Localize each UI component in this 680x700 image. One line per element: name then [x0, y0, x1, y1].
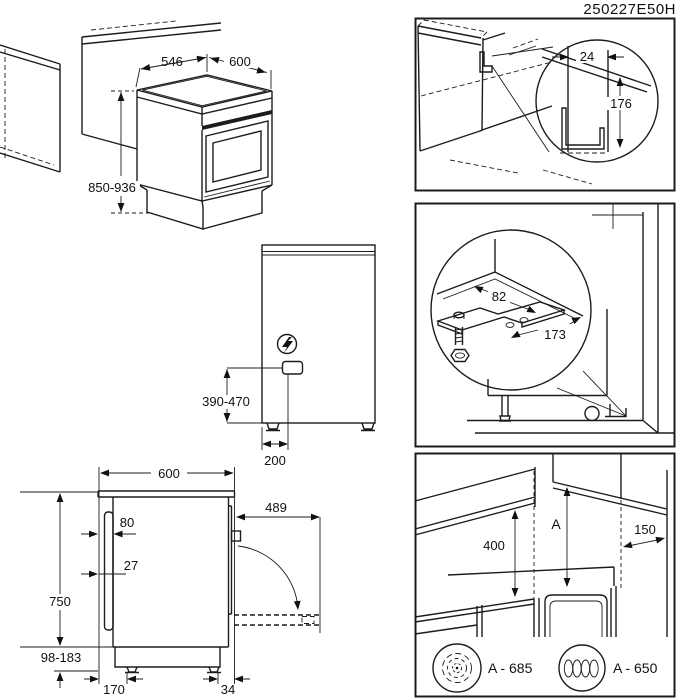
- dim-height: 850-936: [84, 90, 149, 214]
- dim-bracket-width-label: 24: [580, 49, 594, 64]
- dim-rear-recess: 170: [84, 672, 143, 697]
- nut: [450, 348, 470, 363]
- bracket-cabinet: [417, 19, 553, 174]
- dim-floor-bracket-length-label: 173: [544, 327, 566, 342]
- iso-overview: 546 600 850-936: [0, 20, 273, 230]
- drawing-number: 250227E50H: [583, 1, 676, 18]
- open-door-handle: [301, 616, 315, 624]
- left-cabinet: [0, 44, 61, 173]
- legend-radiant-label: A - 685: [488, 660, 533, 676]
- lightning-bolt-glyph: [282, 337, 293, 353]
- plinth: [136, 183, 273, 230]
- side-plinth: [114, 647, 221, 668]
- open-door: 489: [234, 500, 321, 633]
- induction-hob-icon: [563, 659, 599, 678]
- side-view: 600 80 27 750: [20, 466, 321, 697]
- rear-rail: [103, 511, 114, 631]
- dim-side-depth-label: 600: [158, 466, 180, 481]
- legend: A - 685 A - 650: [432, 643, 658, 693]
- floor-anti-tilt-bracket: [605, 404, 627, 418]
- dim-hood-clearance-label: A: [551, 516, 561, 532]
- oven-door-window: [212, 130, 262, 183]
- floor-scene: [467, 203, 675, 434]
- lightning-bolt-icon: [276, 333, 298, 355]
- dim-door-open-label: 489: [265, 500, 287, 515]
- dim-depth-label: 546: [161, 54, 183, 69]
- dim-connection-offset: 200: [261, 374, 289, 468]
- dim-front-recess: 34: [203, 672, 250, 697]
- dim-hood-clearance: A: [551, 487, 571, 587]
- dim-width: 600: [208, 54, 272, 89]
- dim-height-label: 850-936: [88, 180, 136, 195]
- anti-tilt-bracket: [561, 107, 605, 150]
- cooker-front: [544, 594, 608, 637]
- bracket-detail: 24 176: [541, 46, 652, 154]
- clearance-panel: 400 A 150: [414, 452, 676, 698]
- dim-plinth-height: 98-183: [35, 650, 98, 688]
- mains-connection-box: [281, 360, 304, 375]
- dim-floor-bracket-width-label: 82: [492, 289, 506, 304]
- detail-circle: [535, 39, 659, 163]
- dim-rear-gap: 80: [81, 515, 136, 538]
- dim-rail-depth-label: 27: [124, 558, 138, 573]
- dim-plinth-height-label: 98-183: [41, 650, 81, 665]
- clearance-scene: 400 A 150: [414, 453, 668, 637]
- dim-depth: 546: [135, 54, 208, 88]
- dim-side-depth: 600: [100, 466, 234, 481]
- radiant-hob-icon: [442, 653, 472, 683]
- legend-radiant: A - 685: [432, 643, 533, 693]
- legend-induction-label: A - 650: [613, 660, 658, 676]
- rear-counter: [81, 20, 222, 150]
- dim-front-recess-label: 34: [221, 682, 235, 697]
- wall-bracket-small: [479, 51, 493, 73]
- dim-cabinet-clearance-label: 400: [483, 538, 505, 553]
- legend-induction: A - 650: [558, 644, 658, 692]
- rear-view: 390-470 200: [199, 244, 376, 468]
- dim-wall-clearance-label: 150: [634, 522, 656, 537]
- control-panel-strip: [202, 110, 272, 130]
- cooker-iso: [136, 74, 273, 230]
- rear-wheel: [584, 405, 600, 422]
- dim-connection-offset-label: 200: [264, 453, 286, 468]
- feet: [266, 422, 375, 432]
- door-handle-knob: [230, 530, 242, 542]
- dim-rail-depth: 27: [81, 558, 138, 578]
- floor-bracket-plate: [435, 301, 567, 331]
- dim-body-height-label: 750: [49, 594, 71, 609]
- dim-bracket-height-label: 176: [610, 96, 632, 111]
- dim-width-label: 600: [229, 54, 251, 69]
- dim-rear-gap-label: 80: [120, 515, 134, 530]
- dim-cabinet-clearance: 400: [477, 510, 519, 597]
- detail-circle-floor: [430, 229, 592, 391]
- floor-bracket-detail: 82 173: [435, 239, 584, 363]
- dim-connection-height: 390-470: [199, 367, 283, 424]
- wall-bracket-panel: 24 176: [414, 17, 676, 192]
- oven-door: [205, 120, 269, 193]
- dim-wall-clearance: 150: [622, 522, 666, 551]
- floor-bracket-panel: 82 173: [414, 202, 676, 448]
- dim-rear-recess-label: 170: [103, 682, 125, 697]
- dim-body-height: 750: [20, 491, 113, 648]
- dim-connection-height-label: 390-470: [202, 394, 250, 409]
